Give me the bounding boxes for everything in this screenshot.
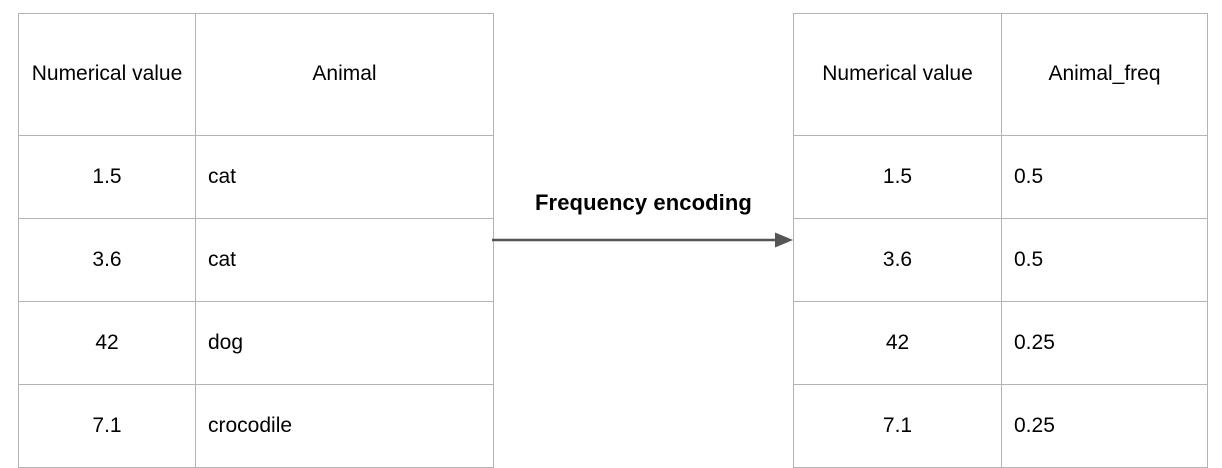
result-cell-value-1: 1.5 [793, 135, 1002, 219]
result-cell-freq-3: 0.25 [1001, 301, 1208, 385]
table-header-row: Numerical value Animal [18, 13, 494, 136]
table-row: 3.6 0.5 [793, 218, 1208, 302]
table-row: 1.5 0.5 [793, 135, 1208, 219]
source-cell-value-4: 7.1 [18, 384, 196, 468]
result-cell-value-2: 3.6 [793, 218, 1002, 302]
result-cell-freq-4: 0.25 [1001, 384, 1208, 468]
table-row: 1.5 cat [18, 135, 494, 219]
source-cell-animal-4: crocodile [195, 384, 494, 468]
transform-annotation: Frequency encoding [492, 190, 795, 260]
result-header-animal-freq: Animal_freq [1001, 13, 1208, 136]
table-row: 7.1 crocodile [18, 384, 494, 468]
source-header-animal: Animal [195, 13, 494, 136]
source-cell-animal-3: dog [195, 301, 494, 385]
result-cell-freq-1: 0.5 [1001, 135, 1208, 219]
result-table: Numerical value Animal_freq 1.5 0.5 3.6 … [793, 13, 1208, 468]
source-cell-animal-2: cat [195, 218, 494, 302]
table-row: 42 0.25 [793, 301, 1208, 385]
result-header-numerical-value: Numerical value [793, 13, 1002, 136]
table-row: 7.1 0.25 [793, 384, 1208, 468]
source-table: Numerical value Animal 1.5 cat 3.6 cat 4… [18, 13, 494, 468]
table-header-row: Numerical value Animal_freq [793, 13, 1208, 136]
result-cell-freq-2: 0.5 [1001, 218, 1208, 302]
table-row: 3.6 cat [18, 218, 494, 302]
source-cell-value-1: 1.5 [18, 135, 196, 219]
source-cell-animal-1: cat [195, 135, 494, 219]
result-cell-value-4: 7.1 [793, 384, 1002, 468]
result-cell-value-3: 42 [793, 301, 1002, 385]
arrow-right-icon [492, 232, 793, 248]
source-header-numerical-value: Numerical value [18, 13, 196, 136]
source-cell-value-2: 3.6 [18, 218, 196, 302]
table-row: 42 dog [18, 301, 494, 385]
transform-label: Frequency encoding [535, 190, 752, 215]
source-cell-value-3: 42 [18, 301, 196, 385]
